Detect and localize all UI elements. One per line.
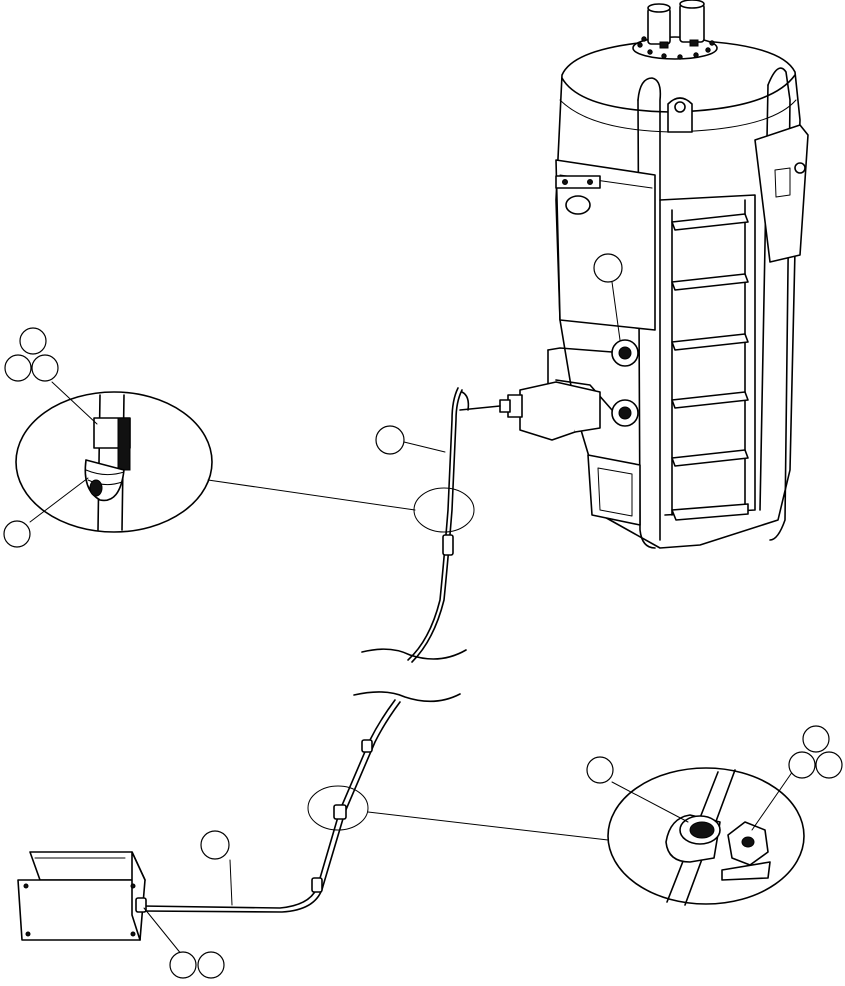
callout-bubble (197, 951, 225, 979)
ladder (659, 194, 756, 521)
callout-bubble (815, 751, 843, 779)
callout-bubble (200, 830, 230, 860)
callout-leaders (29, 281, 796, 956)
callout-bubble (788, 751, 816, 779)
callout-bubble (586, 756, 614, 784)
callout-bubble (593, 253, 623, 283)
leader-detail-upper (207, 479, 416, 511)
tank-assembly (459, 0, 809, 549)
detail-lower-right (607, 767, 805, 906)
detail-upper-left (15, 391, 213, 533)
tank-fittings (611, 339, 639, 427)
callout-bubble (19, 327, 47, 355)
callout-bubbles (3, 253, 843, 979)
callout-bubble (3, 520, 31, 548)
sensor-cable (141, 387, 467, 913)
flange-bolts (637, 36, 715, 60)
callout-bubble (169, 951, 197, 979)
control-box (17, 851, 147, 941)
leader-detail-lower (367, 811, 609, 841)
callout-bubble (802, 725, 830, 753)
detail-marker-upper (413, 487, 475, 533)
callout-bubble (31, 354, 59, 382)
callout-bubble (4, 354, 32, 382)
callout-bubble (375, 425, 405, 455)
detail-marker-lower (307, 785, 369, 831)
